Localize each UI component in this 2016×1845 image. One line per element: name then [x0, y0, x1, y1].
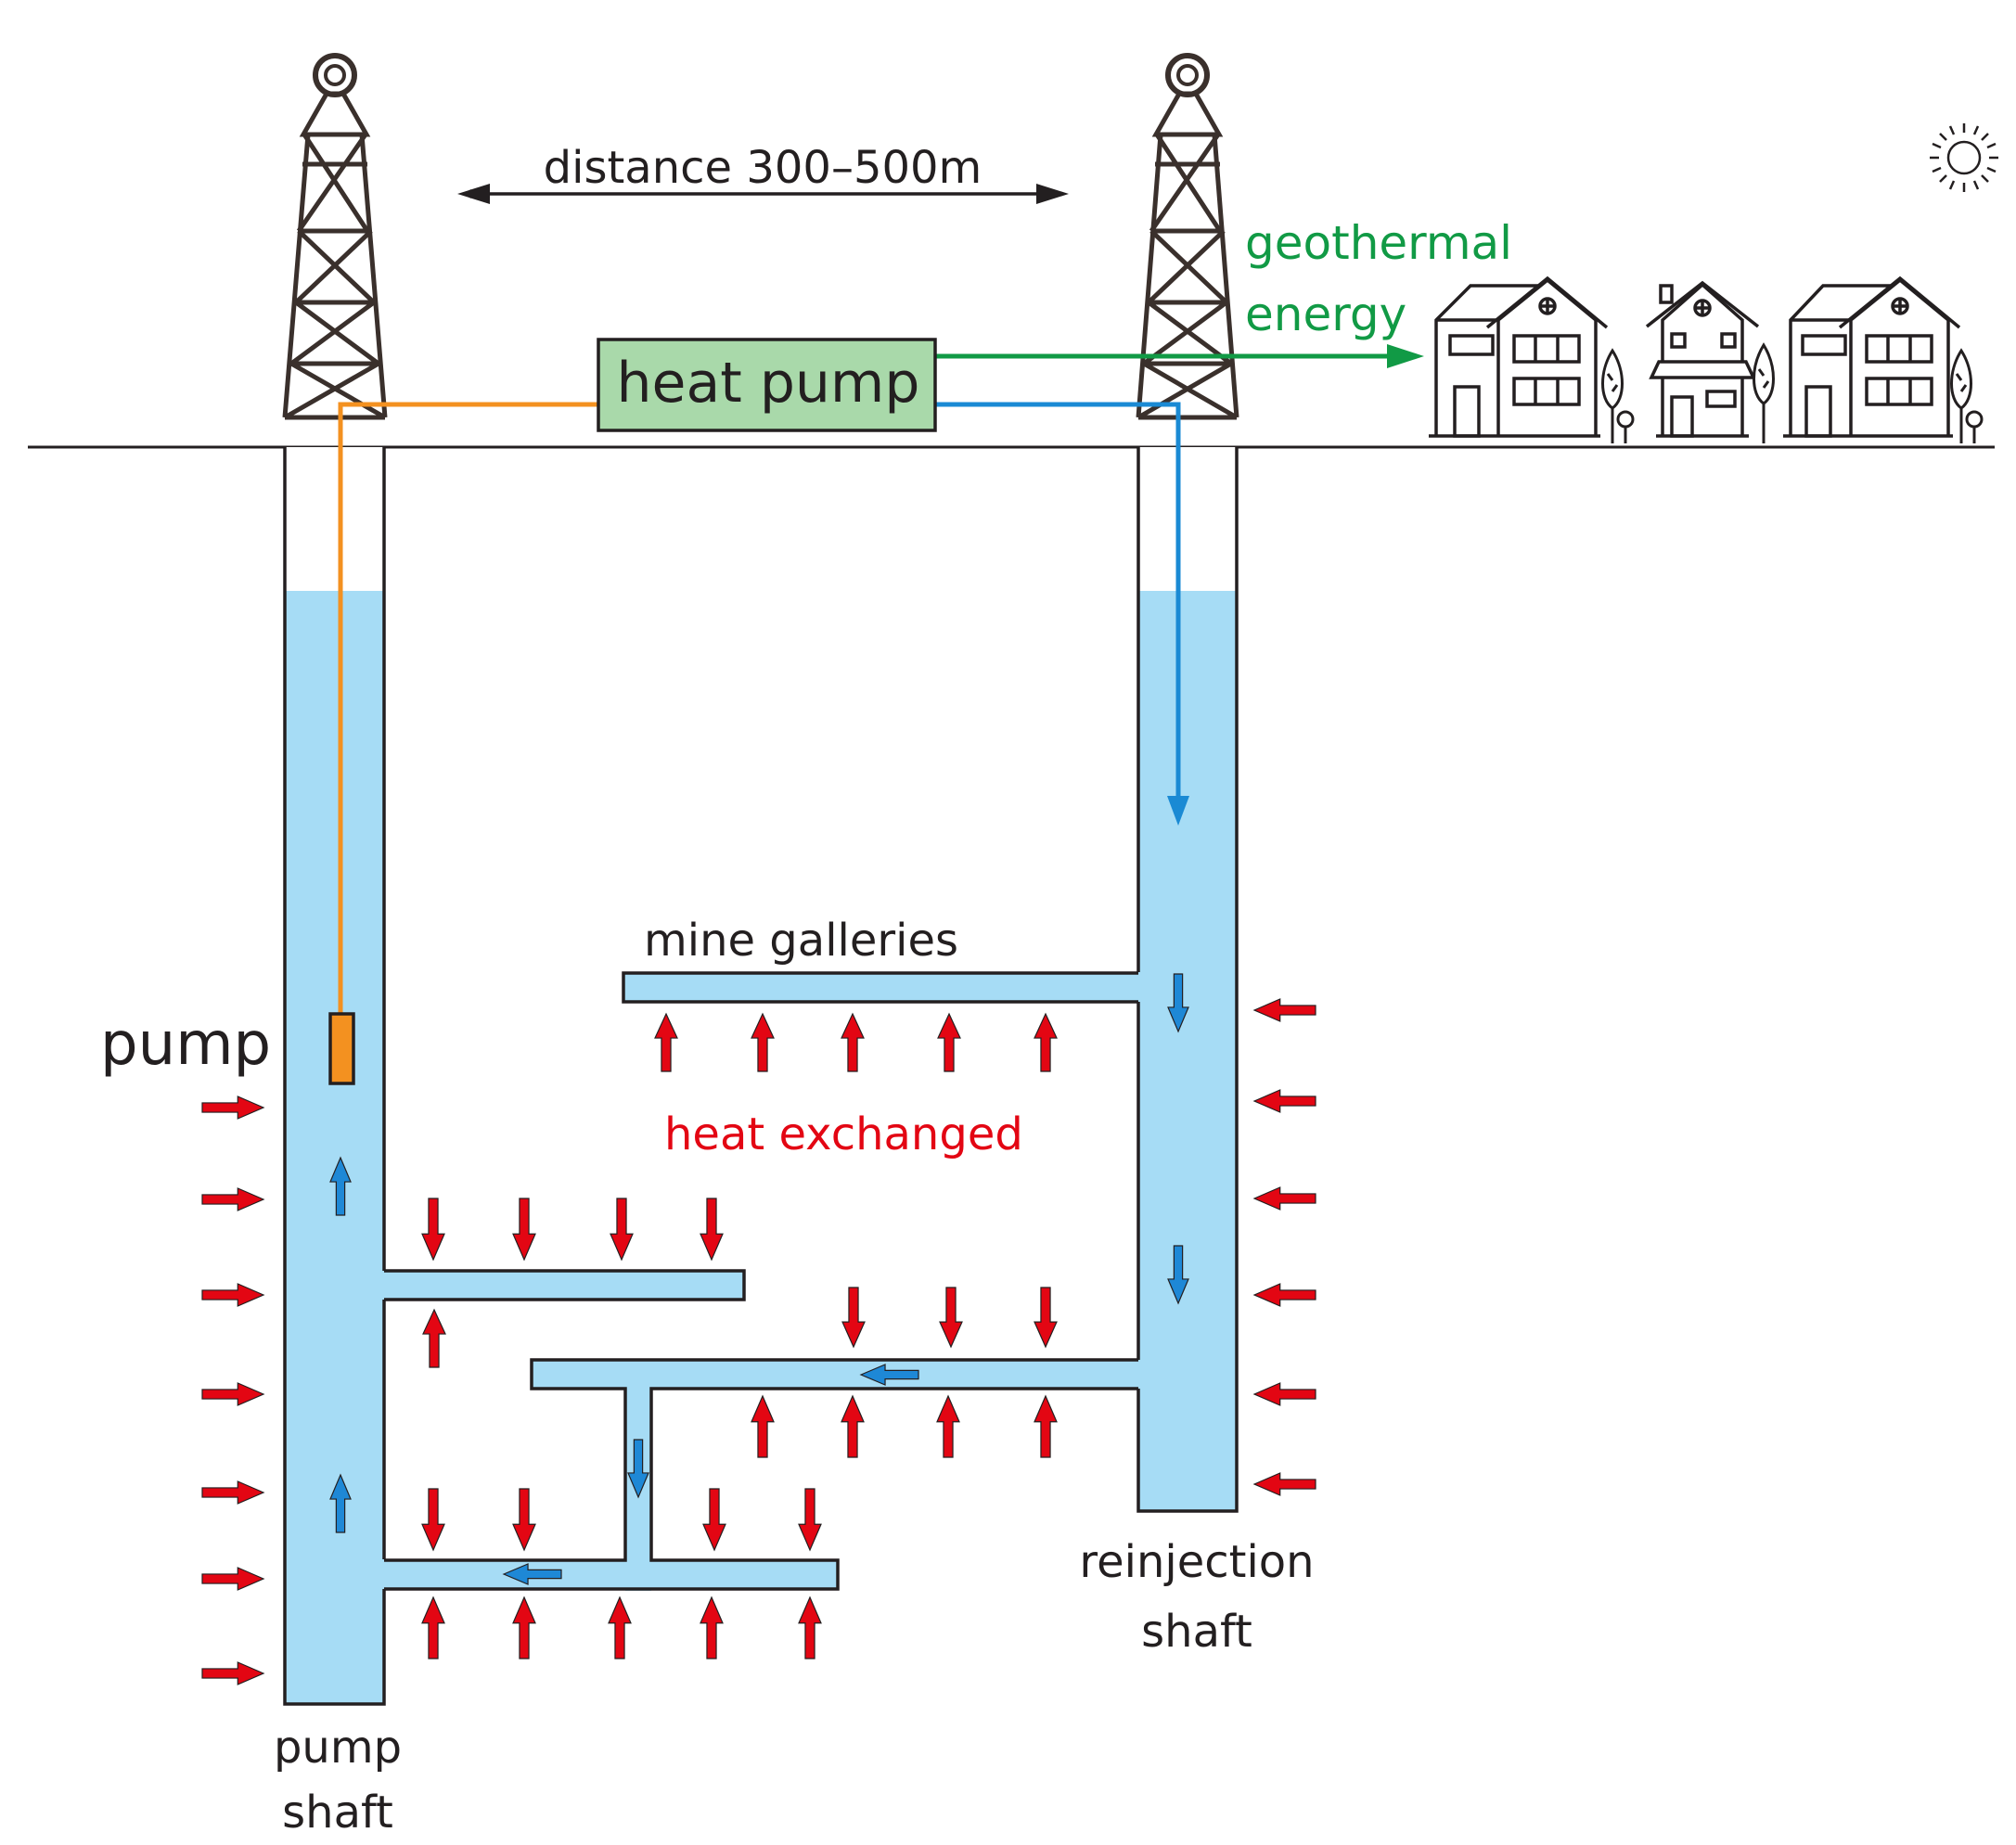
reinjection-shaft-label-line1: reinjection [1079, 1536, 1314, 1588]
heat-arrow-down [610, 1198, 634, 1262]
tree-icon [1601, 348, 1635, 443]
headframe-tower-icon [282, 53, 388, 420]
heat-arrow-right [201, 1567, 265, 1591]
house-icon [1429, 275, 1609, 438]
distance-label: distance 300–500m [544, 142, 982, 194]
heat-arrow-left [1252, 1089, 1316, 1113]
heat-arrow-down [841, 1287, 866, 1349]
gallery-middle [381, 1358, 1141, 1591]
mine-galleries-label: mine galleries [644, 915, 958, 967]
flow-arrow-up [329, 1473, 352, 1533]
heat-arrow-right [201, 1095, 265, 1120]
heat-arrow-left [1252, 1186, 1316, 1211]
heat-arrow-right [201, 1382, 265, 1406]
sun-icon [1930, 123, 1998, 192]
heat-pump-label: heat pump [617, 351, 920, 416]
geothermal-label-line2: energy [1245, 288, 1406, 341]
energy-arrow [935, 344, 1424, 368]
pump-shaft-label-line2: shaft [282, 1787, 393, 1839]
heat-arrow-left [1252, 1283, 1316, 1307]
heat-arrow-up [421, 1595, 445, 1659]
heat-arrow-up [841, 1012, 865, 1072]
heat-arrow-up [422, 1308, 446, 1368]
house-icon [1783, 275, 1961, 438]
geothermal-label-line1: geothermal [1245, 216, 1512, 270]
flow-arrow-left [859, 1364, 919, 1386]
heat-arrow-up [654, 1012, 678, 1072]
heat-arrow-up [700, 1595, 724, 1659]
hot-water-pipe [338, 402, 598, 1014]
heat-arrow-up [841, 1394, 865, 1458]
flow-arrows [329, 973, 1189, 1585]
heat-arrow-up [798, 1595, 822, 1659]
heat-arrow-up [608, 1595, 632, 1659]
heat-arrow-right [201, 1187, 265, 1211]
pump-icon [328, 1012, 355, 1085]
heat-arrow-up [936, 1394, 960, 1458]
heat-arrow-down [421, 1488, 445, 1552]
heat-arrow-down [1034, 1287, 1058, 1349]
heat-arrow-down [798, 1488, 822, 1552]
cold-water-pipe [935, 402, 1189, 826]
flow-arrow-left [502, 1563, 562, 1585]
headframe-tower-icon [1136, 53, 1239, 420]
gallery-upper [622, 971, 1141, 1004]
heat-arrow-left [1252, 1472, 1316, 1496]
flow-arrow-down [1167, 973, 1189, 1033]
heat-arrow-left [1252, 998, 1316, 1022]
heat-arrow-up [751, 1012, 775, 1072]
reinjection-shaft-label-line2: shaft [1141, 1606, 1252, 1658]
heat-arrow-down [421, 1198, 445, 1262]
pump-shaft [283, 447, 386, 1706]
heat-arrow-down [700, 1198, 724, 1262]
house-icon [1645, 280, 1760, 438]
heat-arrow-down [512, 1198, 536, 1262]
heat-arrow-down [512, 1488, 536, 1552]
heat-arrow-up [512, 1595, 536, 1659]
heat-arrow-down [702, 1488, 726, 1552]
tree-icon [1753, 342, 1775, 443]
tree-icon [1950, 348, 1984, 443]
heat-exchanged-label: heat exchanged [664, 1108, 1023, 1160]
pump-shaft-label-line1: pump [274, 1722, 402, 1774]
reinjection-shaft [1136, 447, 1239, 1513]
heat-arrow-down [939, 1287, 963, 1349]
heat-arrow-up [937, 1012, 961, 1072]
heat-arrow-left [1252, 1382, 1316, 1406]
pump-label: pump [100, 1010, 271, 1079]
heat-arrow-up [1034, 1012, 1058, 1072]
heat-arrow-right [201, 1283, 265, 1307]
gallery-left-upper [381, 1269, 746, 1301]
heat-arrow-up [1034, 1394, 1058, 1458]
heat-arrows [201, 998, 1316, 1685]
flow-arrow-up [329, 1156, 352, 1216]
flow-arrow-down [1167, 1245, 1189, 1305]
heat-arrow-right [201, 1661, 265, 1685]
heat-arrow-up [751, 1394, 775, 1458]
heat-arrow-right [201, 1480, 265, 1505]
heat-pump-box: heat pump [597, 338, 937, 432]
flow-arrow-down [627, 1439, 649, 1499]
